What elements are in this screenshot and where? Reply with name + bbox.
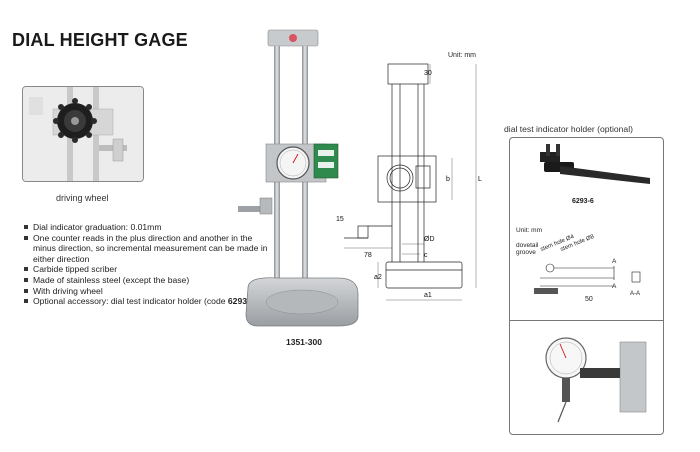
dim-a2-label: a2: [374, 274, 382, 281]
dim-30-label: 30: [424, 70, 432, 77]
accessory-code: 6293-6: [227, 296, 255, 307]
dim-b-label: b: [446, 176, 450, 183]
dim-L-label: L: [478, 176, 482, 183]
feature-item: One counter reads in the plus direction …: [24, 233, 274, 265]
driving-wheel-photo: [22, 86, 144, 182]
holder-divider: [509, 320, 663, 321]
holder-code: 6293-6: [572, 198, 594, 205]
model-label: 1351-300: [286, 337, 322, 347]
holder-panel: [509, 137, 664, 435]
section-aa-label: A-A: [630, 291, 641, 297]
driving-wheel-illustration: [23, 87, 143, 181]
holder-unit: Unit: mm: [516, 227, 542, 234]
feature-item: Dial indicator graduation: 0.01mm: [24, 222, 274, 233]
dim-15-label: 15: [336, 216, 344, 223]
feature-item: Carbide tipped scriber: [24, 264, 274, 275]
feature-item: Made of stainless steel (except the base…: [24, 275, 274, 286]
dim-50-label: 50: [585, 296, 593, 303]
feature-item-optional: Optional accessory: dial test indicator …: [24, 296, 274, 307]
dovetail-label: dovetail groove: [516, 242, 539, 256]
dim-a1-label: a1: [424, 292, 432, 299]
feature-item: With driving wheel: [24, 286, 274, 297]
drawing-unit: Unit: mm: [448, 52, 476, 59]
page-title: DIAL HEIGHT GAGE: [12, 30, 188, 50]
driving-wheel-caption: driving wheel: [56, 193, 109, 203]
height-gage-photo: [238, 29, 359, 327]
dim-78-label: 78: [364, 252, 372, 259]
dim-D-label: ØD: [424, 236, 435, 243]
dim-c-label: c: [424, 252, 428, 259]
technical-drawing: [344, 63, 477, 301]
section-a-bottom: A: [612, 283, 617, 290]
holder-illustration: [534, 144, 650, 423]
feature-list: Dial indicator graduation: 0.01mm One co…: [24, 222, 274, 307]
holder-title: dial test indicator holder (optional): [504, 124, 633, 134]
section-a-top: A: [612, 258, 617, 265]
